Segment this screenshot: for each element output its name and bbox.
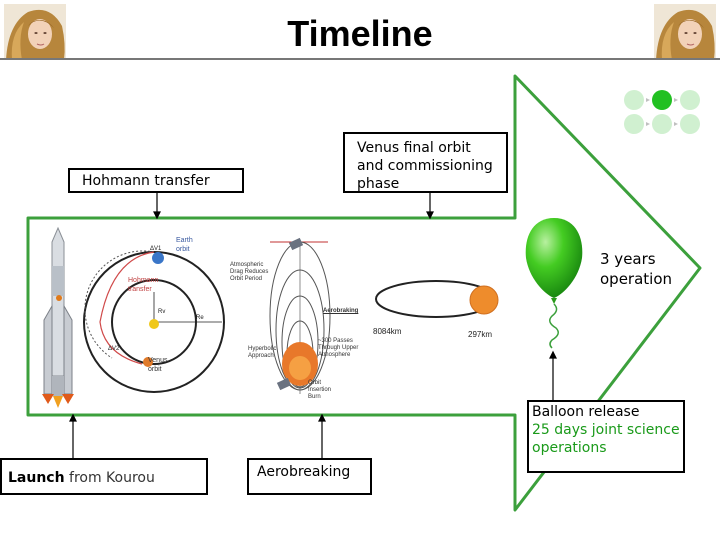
final-orbit-diagram xyxy=(375,280,499,318)
hohmann-transfer-box: Hohmann transfer xyxy=(68,168,244,193)
aerobraking-diagram xyxy=(269,237,331,394)
launch-label: Launch xyxy=(8,470,65,486)
rv-label: Rv xyxy=(158,309,165,315)
dv2-label: ΔV2 xyxy=(108,346,120,352)
drag-note: Atmospheric Drag Reduces Orbit Period xyxy=(230,262,269,282)
earth-orbit-label: Earth orbit xyxy=(176,237,193,253)
venus-portrait-right xyxy=(654,4,716,60)
progress-indicator xyxy=(624,90,700,134)
passes-label: ~300 Passes Through Upper Atmosphere xyxy=(318,338,359,358)
joint-operations-label: 25 days joint science operations xyxy=(532,422,680,456)
balloon-release-label: Balloon release xyxy=(532,404,640,420)
hohmann-diagram: ΔV1 ΔV2 Rv Re xyxy=(83,246,225,393)
hohmann-transfer-diagram-label: Hohmann transfer xyxy=(128,277,159,293)
periapsis-label: 297km xyxy=(468,330,493,339)
page-title: Timeline xyxy=(287,13,433,54)
venus-orbit-label: Venus orbit xyxy=(148,357,168,373)
hyperbolic-approach-label: Hyperbolic Approach xyxy=(248,346,277,359)
aerobreaking-box: Aerobreaking xyxy=(247,458,372,495)
venus-portrait-left xyxy=(4,4,66,60)
operation-duration-label: 3 years operation xyxy=(600,250,673,288)
orbit-insertion-label: Orbit Insertion Burn xyxy=(308,380,332,400)
venus-final-orbit-box: Venus final orbit and commissioning phas… xyxy=(343,132,508,193)
aerobreaking-label: Aerobreaking xyxy=(257,464,351,480)
launch-box: Launch from Kourou xyxy=(0,458,208,495)
rocket-image xyxy=(42,226,74,408)
apoapsis-label: 8084km xyxy=(373,327,402,336)
venus-final-orbit-label: Venus final orbit and commissioning phas… xyxy=(357,140,493,192)
balloon-image xyxy=(525,218,583,349)
hohmann-transfer-label: Hohmann transfer xyxy=(82,173,210,189)
re-label: Re xyxy=(196,315,204,321)
aerobraking-diagram-label: Aerobraking xyxy=(323,308,359,314)
title-divider xyxy=(0,58,720,60)
launch-location: from Kourou xyxy=(69,470,155,486)
balloon-release-box: Balloon release 25 days joint science op… xyxy=(527,400,685,473)
dv1-label: ΔV1 xyxy=(150,246,162,252)
